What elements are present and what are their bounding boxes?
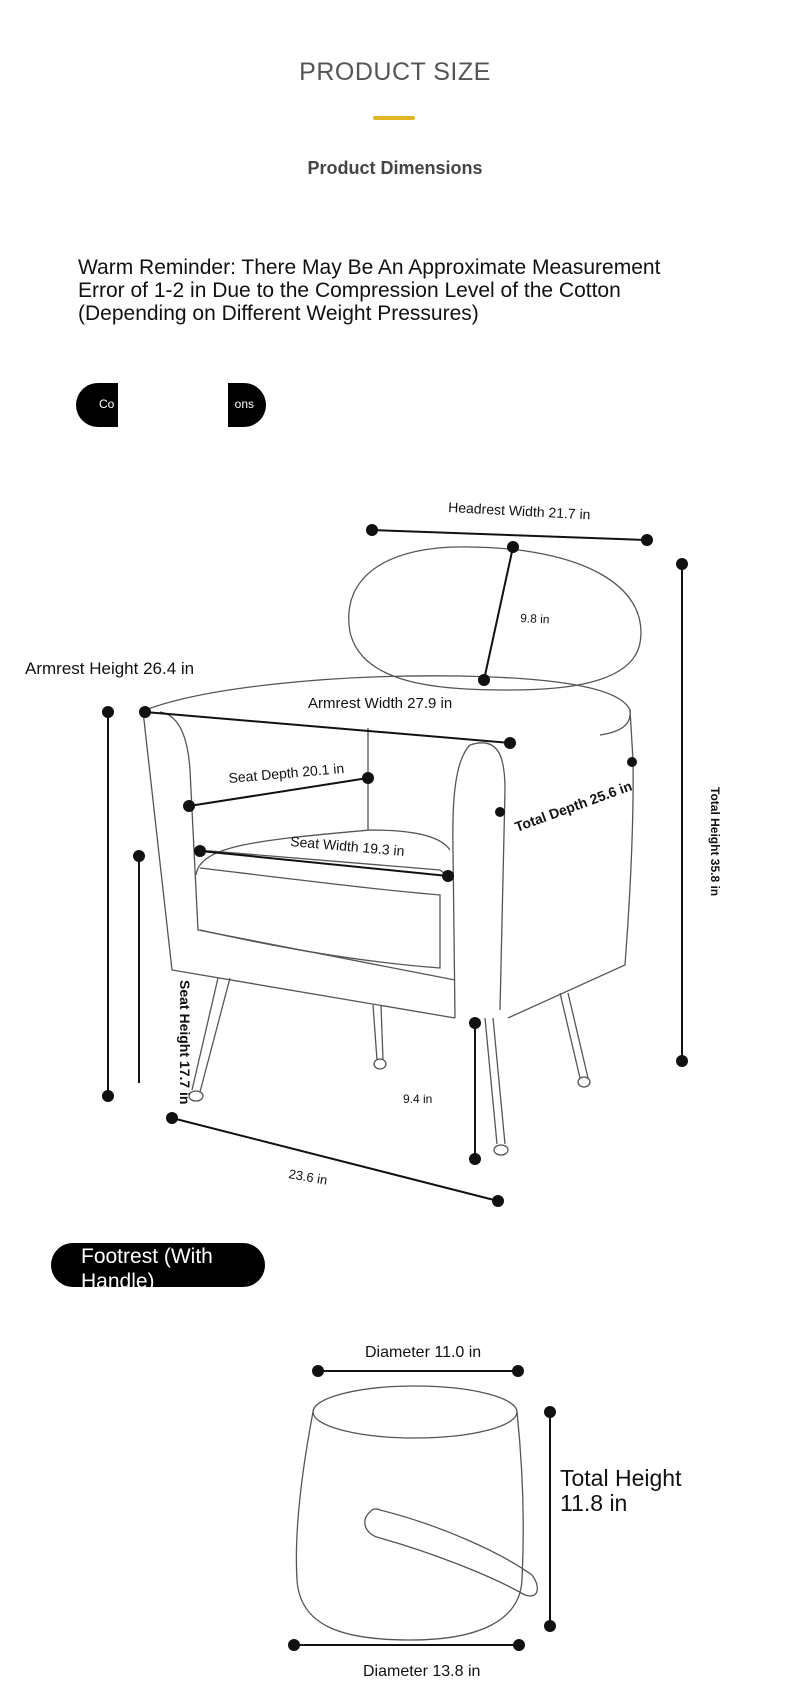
seat-depth-label: Seat Depth 20.1 in <box>228 760 345 786</box>
headrest-width-line <box>371 529 648 541</box>
top-diameter-label: Diameter 11.0 in <box>365 1344 481 1361</box>
base-depth-label: 23.6 in <box>287 1166 328 1188</box>
total-depth-label: Total Depth 25.6 in <box>513 778 634 835</box>
armrest-width-label: Armrest Width 27.9 in <box>308 695 452 712</box>
headrest-height-line <box>483 546 514 681</box>
bottom-diameter-label: Diameter 13.8 in <box>363 1663 480 1680</box>
pill-label-right: ons <box>234 397 254 411</box>
footrest-height-line2: 11.8 in <box>560 1490 628 1516</box>
base-depth-line <box>171 1117 499 1202</box>
footrest-height-line1: Total Height <box>560 1465 682 1491</box>
pill-overlay-mask <box>118 380 228 430</box>
footrest-pill: Footrest (With Handle) <box>51 1243 265 1293</box>
warm-reminder: Warm Reminder: There May Be An Approxima… <box>78 256 661 325</box>
seat-width-line <box>199 850 449 877</box>
footrest-sketch <box>295 1385 538 1641</box>
armrest-width-line <box>144 711 511 744</box>
title-accent-bar <box>373 116 415 120</box>
armrest-height-label: Armrest Height 26.4 in <box>25 659 194 678</box>
chair-sketch <box>142 546 642 1156</box>
total-height-label: Total Height 35.8 in <box>708 787 722 896</box>
headrest-width-label: Headrest Width 21.7 in <box>448 499 591 522</box>
seat-width-label: Seat Width 19.3 in <box>290 833 405 859</box>
chair-labels: Headrest Width 21.7 in 9.8 in Armrest He… <box>25 499 722 1188</box>
seat-height-label: Seat Height 17.7 in <box>177 980 193 1104</box>
chair-dimension-lines <box>102 524 688 1207</box>
footrest-pill-label: Footrest (With Handle) <box>81 1245 213 1293</box>
section-subtitle: Product Dimensions <box>307 158 483 178</box>
footrest-dimension-lines <box>288 1365 556 1651</box>
leg-height-label: 9.4 in <box>403 1092 432 1106</box>
page-title: PRODUCT SIZE <box>299 58 491 86</box>
footrest-labels: Diameter 11.0 in Diameter 13.8 in <box>363 1344 481 1680</box>
headrest-height-label: 9.8 in <box>520 611 550 627</box>
seat-depth-line <box>188 777 369 807</box>
pill-label-left: Co <box>99 397 115 411</box>
footrest-height-label: Total Height 11.8 in <box>560 1466 681 1516</box>
